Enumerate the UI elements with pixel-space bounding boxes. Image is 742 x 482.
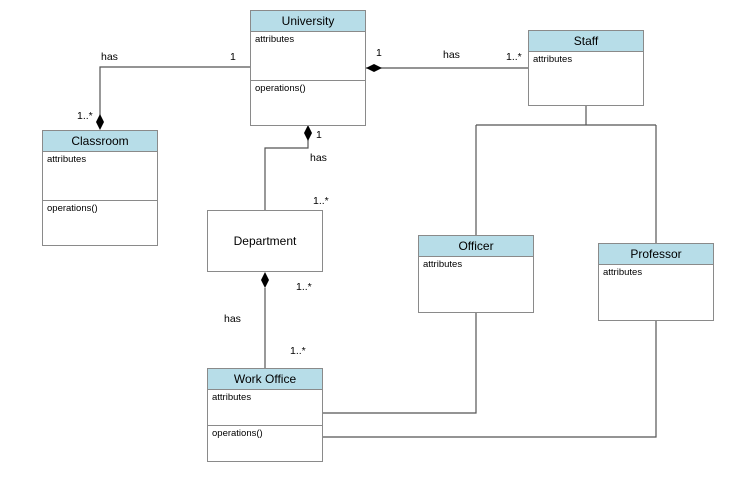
class-name: Officer [419,236,533,257]
class-attributes: attributes [255,34,295,45]
class-name: Staff [529,31,643,52]
label-has-classroom: has [101,51,118,63]
class-professor[interactable]: Professor attributes [598,243,714,321]
multiplicity-university-to-staff: 1 [376,47,382,59]
class-attributes: attributes [533,54,573,65]
multiplicity-department-to-work-office: 1..* [296,281,312,293]
class-operations: operations() [208,425,322,462]
composition-diamond-university-department [304,125,312,141]
class-officer[interactable]: Officer attributes [418,235,534,313]
class-university[interactable]: University attributes operations() [250,10,366,126]
class-name: University [251,11,365,32]
composition-diamond-department [261,272,269,288]
label-has-staff: has [443,49,460,61]
edge-university-classroom [99,66,250,120]
class-attributes: attributes [47,154,87,165]
multiplicity-work-office: 1..* [290,345,306,357]
edge-university-department [264,140,309,210]
label-has-work-office: has [224,313,241,325]
composition-diamond-university-staff [366,64,382,72]
class-attributes: attributes [423,259,463,270]
class-department[interactable]: Department [207,210,323,272]
class-name: Department [233,234,297,248]
class-staff[interactable]: Staff attributes [528,30,644,106]
composition-diamond-classroom [96,114,104,130]
class-attributes: attributes [603,267,643,278]
class-attributes: attributes [212,392,252,403]
label-has-department: has [310,152,327,164]
multiplicity-university-to-classroom: 1 [230,51,236,63]
multiplicity-classroom: 1..* [77,110,93,122]
class-work-office[interactable]: Work Office attributes operations() [207,368,323,462]
multiplicity-staff: 1..* [506,51,522,63]
class-operations: operations() [43,200,157,246]
class-name: Classroom [43,131,157,152]
class-operations: operations() [251,80,365,126]
multiplicity-department: 1..* [313,195,329,207]
class-name: Work Office [208,369,322,390]
class-name: Professor [599,244,713,265]
class-classroom[interactable]: Classroom attributes operations() [42,130,158,246]
edge-officer-work-office [323,313,477,414]
multiplicity-university-to-department: 1 [316,129,322,141]
edge-professor-work-office [323,320,657,438]
